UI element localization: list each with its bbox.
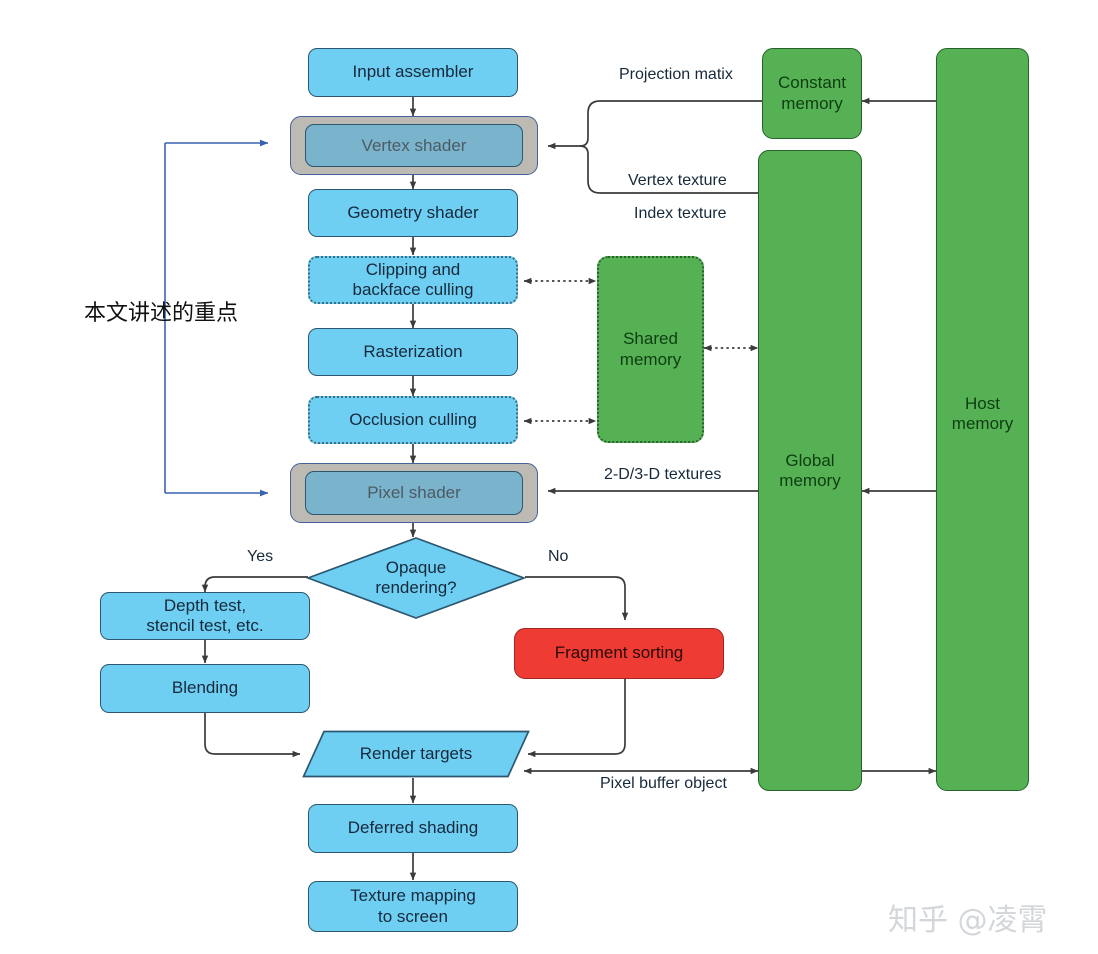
node-label-line1: Clipping and	[365, 259, 461, 279]
node-label-line2: memory	[619, 349, 682, 369]
annotation-focus-note: 本文讲述的重点	[84, 301, 239, 326]
edge-label-branch-no: No	[548, 548, 569, 565]
node-label: Rasterization	[363, 341, 463, 361]
node-host-memory[interactable]: Host memory	[936, 48, 1029, 791]
node-texture-mapping-to-screen[interactable]: Texture mapping to screen	[308, 881, 518, 932]
node-label-line1: Shared	[623, 329, 678, 349]
node-pixel-shader[interactable]: Pixel shader	[305, 471, 523, 515]
edge-label-index-texture: Index texture	[634, 205, 727, 222]
node-label: Geometry shader	[347, 202, 479, 222]
edge-label-pixel-buffer-object: Pixel buffer object	[600, 775, 727, 792]
node-label-line1: Depth test,	[163, 595, 247, 615]
node-opaque-rendering-decision[interactable]: Opaque rendering?	[306, 536, 526, 620]
node-label: Occlusion culling	[349, 409, 477, 429]
node-label: Deferred shading	[347, 818, 479, 838]
node-label: Vertex shader	[361, 135, 467, 155]
node-occlusion-culling[interactable]: Occlusion culling	[308, 396, 518, 444]
node-input-assembler[interactable]: Input assembler	[308, 48, 518, 97]
node-vertex-shader[interactable]: Vertex shader	[305, 124, 523, 167]
node-shared-memory[interactable]: Shared memory	[597, 256, 704, 443]
watermark: 知乎 @凌霄	[888, 903, 1048, 938]
node-label-line2: to screen	[378, 906, 448, 926]
edge-label-2d-3d-textures: 2-D/3-D textures	[604, 466, 722, 483]
node-rasterization[interactable]: Rasterization	[308, 328, 518, 376]
node-label-line2: memory	[779, 471, 841, 491]
node-constant-memory[interactable]: Constant memory	[762, 48, 862, 139]
node-label: Pixel shader	[367, 483, 461, 502]
node-render-targets[interactable]: Render targets	[302, 730, 530, 778]
node-fragment-sorting[interactable]: Fragment sorting	[514, 628, 724, 679]
node-label: Blending	[171, 678, 239, 698]
node-geometry-shader[interactable]: Geometry shader	[308, 189, 518, 237]
edge-label-vertex-texture: Vertex texture	[628, 172, 727, 189]
node-depth-stencil-test[interactable]: Depth test, stencil test, etc.	[100, 592, 310, 640]
node-label: Fragment sorting	[554, 643, 684, 663]
node-clipping-backface-culling[interactable]: Clipping and backface culling	[308, 256, 518, 304]
node-label-line1: Texture mapping	[350, 886, 476, 906]
edge-label-branch-yes: Yes	[247, 548, 274, 565]
node-label-line2: memory	[951, 414, 1014, 434]
node-deferred-shading[interactable]: Deferred shading	[308, 804, 518, 853]
node-label-line2: backface culling	[352, 280, 474, 299]
node-blending[interactable]: Blending	[100, 664, 310, 713]
edge-label-projection-matrix: Projection matix	[619, 66, 733, 83]
node-label: Input assembler	[352, 62, 474, 82]
node-label-line1: Host	[965, 394, 1000, 413]
node-label-line2: stencil test, etc.	[146, 616, 264, 635]
node-label-line2: memory	[781, 93, 843, 113]
node-global-memory[interactable]: Global memory	[758, 150, 862, 791]
node-label-line1: Global	[785, 451, 835, 470]
node-label-line1: Constant	[777, 73, 847, 93]
